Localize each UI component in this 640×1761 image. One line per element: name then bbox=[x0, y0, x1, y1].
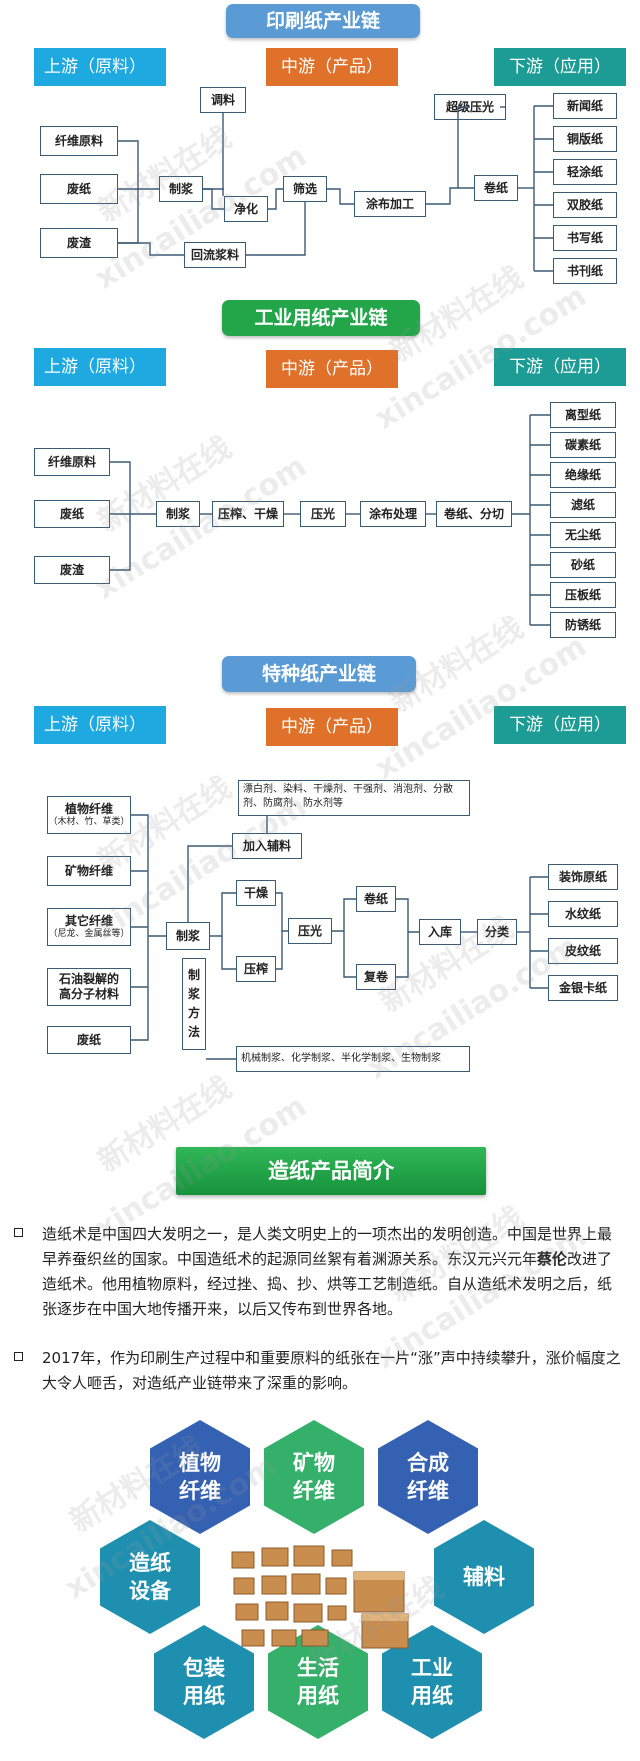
s3-raw-other-label: 其它纤维 bbox=[64, 913, 113, 928]
hex-plant-fiber: 植物纤维 bbox=[150, 1420, 250, 1534]
s3-raw-polymer: 石油裂解的高分子材料 bbox=[47, 968, 131, 1006]
s3-app-goldsilver: 金银卡纸 bbox=[548, 975, 618, 1001]
section2-upstream-header: 上游（原料） bbox=[34, 348, 166, 386]
hex-industrial-paper-label: 工业用纸 bbox=[411, 1656, 453, 1708]
s1-app-writing: 书写纸 bbox=[553, 225, 617, 251]
hex-mineral-fiber: 矿物纤维 bbox=[264, 1420, 364, 1534]
s3-app-decor: 装饰原纸 bbox=[548, 864, 618, 890]
s3-raw-plant-sub: （木材、竹、草类） bbox=[48, 816, 130, 827]
s1-app-coated: 铜版纸 bbox=[553, 126, 617, 152]
s3-raw-plant: 植物纤维 （木材、竹、草类） bbox=[47, 796, 131, 834]
hex-packaging-paper-label: 包装用纸 bbox=[183, 1656, 225, 1708]
s3-press: 压榨 bbox=[236, 956, 276, 982]
s2-app-insulating: 绝缘纸 bbox=[550, 462, 616, 488]
s3-raw-other-sub: （尼龙、金属丝等） bbox=[48, 928, 130, 939]
s2-app-dustfree: 无尘纸 bbox=[550, 522, 616, 548]
s3-reel: 卷纸 bbox=[356, 886, 396, 912]
section1-midstream-header: 中游（产品） bbox=[266, 48, 398, 86]
section2-midstream-header: 中游（产品） bbox=[266, 350, 398, 388]
section1-upstream-header: 上游（原料） bbox=[34, 48, 166, 86]
section3-title: 特种纸产业链 bbox=[222, 656, 416, 692]
s1-raw-fiber: 纤维原料 bbox=[40, 126, 118, 156]
s3-raw-wastepaper: 废纸 bbox=[47, 1026, 131, 1054]
hex-paper-equipment-label: 造纸设备 bbox=[129, 1551, 171, 1603]
s3-app-leather: 皮纹纸 bbox=[548, 938, 618, 964]
s1-pulp: 制浆 bbox=[159, 176, 203, 202]
section1-downstream-header: 下游（应用） bbox=[494, 48, 626, 86]
s1-app-offset: 双胶纸 bbox=[553, 192, 617, 218]
s3-raw-plant-label: 植物纤维 bbox=[64, 801, 113, 816]
s1-raw-residue: 废渣 bbox=[40, 228, 118, 258]
s2-coat: 涂布处理 bbox=[360, 501, 426, 527]
intro-paragraph-2: 2017年，作为印刷生产过程中和重要原料的纸张在一片“涨”声中持续攀升，涨价幅度… bbox=[14, 1346, 626, 1396]
s1-reel: 卷纸 bbox=[474, 175, 518, 201]
hex-packaging-paper: 包装用纸 bbox=[154, 1625, 254, 1739]
cardboard-boxes-icon bbox=[231, 1545, 409, 1649]
intro-title-text: 造纸产品简介 bbox=[268, 1159, 394, 1183]
s2-app-antirust: 防锈纸 bbox=[550, 612, 616, 638]
s2-app-release: 离型纸 bbox=[550, 402, 616, 428]
hex-household-paper-label: 生活用纸 bbox=[297, 1656, 339, 1708]
s3-raw-other: 其它纤维 （尼龙、金属丝等） bbox=[47, 908, 131, 946]
s1-calender: 超级压光 bbox=[434, 94, 506, 120]
hex-plant-fiber-label: 植物纤维 bbox=[179, 1451, 221, 1503]
section2-downstream-header: 下游（应用） bbox=[494, 348, 626, 386]
s1-app-book: 书刊纸 bbox=[553, 258, 617, 284]
s2-app-pressboard: 压板纸 bbox=[550, 582, 616, 608]
section3-midstream-header: 中游（产品） bbox=[266, 708, 398, 746]
s2-raw-fiber: 纤维原料 bbox=[34, 448, 110, 476]
s3-pulp: 制浆 bbox=[166, 922, 210, 950]
intro-p1-post: 改进了造纸术。他用植物原料，经过挫、捣、抄、烘等工艺制造纸。自从造纸术发明之后，… bbox=[42, 1250, 613, 1318]
s2-raw-wastepaper: 废纸 bbox=[34, 500, 110, 528]
s2-pulp: 制浆 bbox=[156, 501, 200, 527]
s3-app-watermark: 水纹纸 bbox=[548, 901, 618, 927]
s1-add: 调料 bbox=[200, 87, 246, 113]
s2-app-carbon: 碳素纸 bbox=[550, 432, 616, 458]
intro-paragraph-1: 造纸术是中国四大发明之一，是人类文明史上的一项杰出的发明创造。中国是世界上最早养… bbox=[14, 1222, 626, 1322]
s1-app-lightcoated: 轻涂纸 bbox=[553, 159, 617, 185]
hex-paper-equipment: 造纸设备 bbox=[100, 1520, 200, 1634]
s3-store: 入库 bbox=[419, 919, 461, 945]
s2-reel-cut: 卷纸、分切 bbox=[436, 501, 512, 527]
s2-app-filter: 滤纸 bbox=[550, 492, 616, 518]
intro-p1-bold: 蔡伦 bbox=[537, 1250, 568, 1268]
section3-downstream-header: 下游（应用） bbox=[494, 706, 626, 744]
s3-add-aux: 加入辅料 bbox=[232, 833, 302, 859]
s1-purify: 净化 bbox=[224, 196, 268, 222]
section2-title: 工业用纸产业链 bbox=[222, 300, 420, 336]
bullet-square-icon bbox=[14, 1352, 23, 1361]
intro-paragraph-1-text: 造纸术是中国四大发明之一，是人类文明史上的一项杰出的发明创造。中国是世界上最早养… bbox=[42, 1222, 626, 1322]
hex-mineral-fiber-label: 矿物纤维 bbox=[293, 1451, 335, 1503]
watermark-en: xincailiao.com bbox=[89, 448, 313, 607]
s1-screen: 筛选 bbox=[283, 176, 327, 202]
s2-raw-residue: 废渣 bbox=[34, 556, 110, 584]
intro-p1-pre: 造纸术是中国四大发明之一，是人类文明史上的一项杰出的发明创造。中国是世界上最早养… bbox=[42, 1225, 613, 1268]
intro-paragraph-2-text: 2017年，作为印刷生产过程中和重要原料的纸张在一片“涨”声中持续攀升，涨价幅度… bbox=[42, 1349, 621, 1392]
s1-raw-wastepaper: 废纸 bbox=[40, 174, 118, 204]
s2-calender: 压光 bbox=[300, 501, 346, 527]
intro-title: 造纸产品简介 bbox=[176, 1147, 486, 1195]
s3-dry: 干燥 bbox=[236, 880, 276, 906]
s2-press-dry: 压榨、干燥 bbox=[212, 501, 284, 527]
hex-auxiliary: 辅料 bbox=[434, 1520, 534, 1634]
hex-synthetic-fiber: 合成纤维 bbox=[378, 1420, 478, 1534]
hex-auxiliary-label: 辅料 bbox=[463, 1565, 505, 1589]
s3-calender: 压光 bbox=[288, 918, 332, 944]
watermark-en: xincailiao.com bbox=[89, 138, 313, 297]
s3-additives: 漂白剂、染料、干燥剂、干强剂、消泡剂、分散剂、防腐剂、防水剂等 bbox=[238, 780, 470, 816]
section3-upstream-header: 上游（原料） bbox=[34, 706, 166, 744]
s3-pulp-methods: 机械制浆、化学制浆、半化学制浆、生物制浆 bbox=[236, 1046, 470, 1072]
s3-pulp-method: 制浆方法 bbox=[182, 958, 206, 1050]
s3-rewind: 复卷 bbox=[356, 964, 396, 990]
s1-recycle: 回流浆料 bbox=[184, 242, 246, 268]
hex-synthetic-fiber-label: 合成纤维 bbox=[407, 1451, 449, 1503]
s3-raw-mineral: 矿物纤维 bbox=[47, 856, 131, 886]
section1-title: 印刷纸产业链 bbox=[226, 4, 420, 38]
s1-app-newsprint: 新闻纸 bbox=[553, 93, 617, 119]
s3-sort: 分类 bbox=[477, 919, 517, 945]
s1-coat: 涂布加工 bbox=[354, 191, 426, 217]
s2-app-sandpaper: 砂纸 bbox=[550, 552, 616, 578]
bullet-square-icon bbox=[14, 1228, 23, 1237]
